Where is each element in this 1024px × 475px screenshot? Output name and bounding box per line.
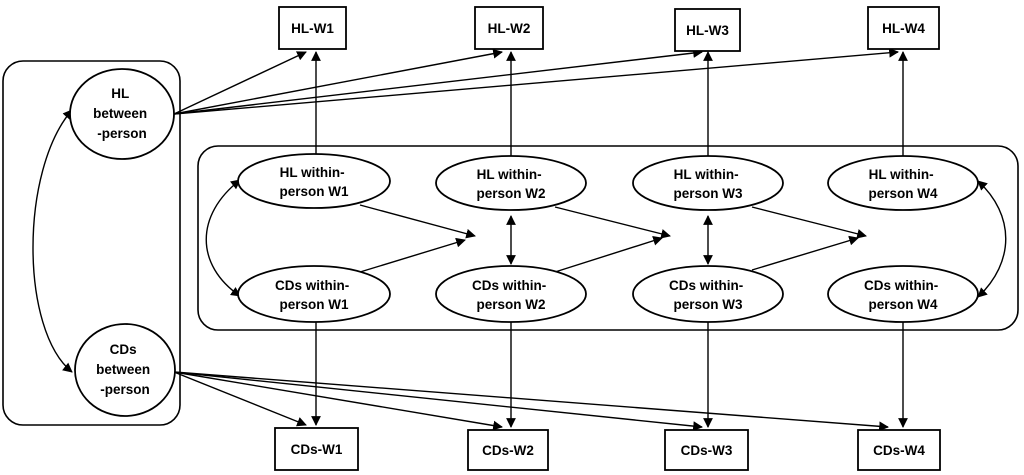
node-label-line: CDs within- [275, 278, 349, 293]
loadings-cds-between [173, 371, 889, 432]
svg-text:HL within- person W2: HL within- person W2 [476, 167, 545, 201]
loadings-hl-within [311, 51, 908, 157]
svg-text:CDs within- person W1: CDs within- person W1 [275, 278, 353, 312]
node-label-line: HL [111, 86, 129, 101]
node-label-line: HL within- [280, 165, 345, 180]
node-label-line: -person [97, 126, 147, 141]
observed-label: CDs-W2 [482, 443, 534, 458]
svg-text:CDs within- person W3: CDs within- person W3 [669, 278, 747, 312]
observed-cds-w3: CDs-W3 [664, 429, 749, 471]
node-label-line: between [96, 362, 150, 377]
within-wave-covariances [506, 215, 713, 265]
svg-text:HL within- person W4: HL within- person W4 [868, 167, 938, 201]
cds-within-person-w3: CDs within- person W3 [632, 265, 784, 323]
observed-label: HL-W2 [488, 21, 531, 36]
hl-within-person-w4: HL within- person W4 [827, 155, 979, 211]
observed-label: HL-W3 [686, 23, 729, 38]
hl-within-person-w2: HL within- person W2 [435, 155, 587, 211]
node-label-line: HL within- [477, 167, 542, 182]
observed-hl-w4: HL-W4 [867, 6, 940, 50]
svg-text:CDs between -perso: CDs between -person [96, 342, 154, 397]
observed-cds-w2: CDs-W2 [467, 429, 549, 471]
between-person-frame [2, 60, 181, 426]
node-label-line: person W2 [476, 186, 545, 201]
observed-cds-w4: CDs-W4 [857, 429, 941, 471]
svg-text:CDs within- person W2: CDs within- person W2 [472, 278, 550, 312]
observed-cds-w1: CDs-W1 [274, 427, 359, 471]
svg-text:HL within- person W1: HL within- person W1 [279, 165, 349, 199]
node-label-line: CDs within- [472, 278, 546, 293]
observed-label: CDs-W1 [291, 442, 343, 457]
observed-hl-w2: HL-W2 [474, 6, 544, 50]
node-label-line: person W4 [868, 297, 938, 312]
cds-within-person-w2: CDs within- person W2 [435, 265, 587, 323]
cds-within-person-w4: CDs within- person W4 [827, 265, 979, 323]
covariance-curves [32, 109, 1007, 373]
observed-label: CDs-W4 [873, 443, 925, 458]
cds-within-person-w1: CDs within- person W1 [237, 265, 391, 323]
node-label-line: person W2 [476, 297, 545, 312]
observed-label: HL-W1 [291, 21, 334, 36]
cds-between-person: CDs between -person [74, 323, 176, 417]
cross-lagged-paths [359, 204, 867, 273]
node-label-line: between [93, 106, 147, 121]
observed-label: CDs-W3 [681, 443, 733, 458]
node-label-line: person W3 [673, 297, 743, 312]
node-label-line: CDs [110, 342, 137, 357]
node-label-line: person W1 [279, 297, 349, 312]
observed-hl-w1: HL-W1 [278, 6, 347, 50]
node-label-line: CDs within- [864, 278, 938, 293]
observed-hl-w3: HL-W3 [674, 8, 741, 52]
node-label-line: person W3 [673, 186, 743, 201]
node-label-line: -person [100, 382, 150, 397]
svg-text:CDs within- person W4: CDs within- person W4 [864, 278, 942, 312]
svg-text:HL within- person W3: HL within- person W3 [673, 167, 743, 201]
hl-within-person-w3: HL within- person W3 [632, 155, 784, 211]
node-label-line: HL within- [869, 167, 934, 182]
svg-text:HL between -person: HL between -person [93, 86, 151, 141]
node-label-line: CDs within- [669, 278, 743, 293]
node-label-line: person W1 [279, 184, 349, 199]
within-person-frame [197, 145, 1019, 331]
node-label-line: HL within- [674, 167, 739, 182]
hl-within-person-w1: HL within- person W1 [237, 153, 391, 209]
loadings-hl-between [173, 47, 899, 115]
observed-label: HL-W4 [882, 21, 925, 36]
loadings-cds-within [311, 322, 908, 428]
hl-between-person: HL between -person [69, 68, 175, 160]
node-label-line: person W4 [868, 186, 938, 201]
